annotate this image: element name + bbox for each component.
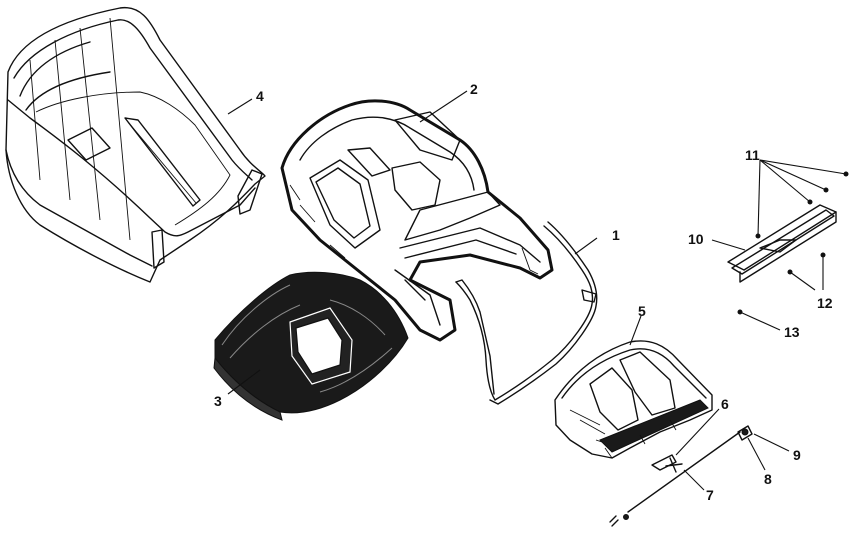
parts-6-9-rod-assembly xyxy=(609,425,753,527)
callout-13: 13 xyxy=(784,324,800,340)
callout-5: 5 xyxy=(638,303,646,319)
callout-7: 7 xyxy=(706,487,714,503)
callout-11: 11 xyxy=(745,147,760,163)
callout-9: 9 xyxy=(793,447,801,463)
part-4-grass-bag xyxy=(5,6,266,283)
callout-1: 1 xyxy=(612,227,620,243)
callout-10: 10 xyxy=(688,231,704,247)
callout-6: 6 xyxy=(721,396,729,412)
callout-2: 2 xyxy=(470,81,478,97)
callout-4: 4 xyxy=(256,88,264,104)
callout-labels: 1 2 3 4 5 6 7 8 9 10 11 12 13 xyxy=(214,81,833,503)
part-1-frame xyxy=(455,221,598,405)
leader-lines xyxy=(227,90,847,491)
callout-12: 12 xyxy=(817,295,833,311)
part-5-top-cover xyxy=(554,340,713,459)
part-2-rear-housing xyxy=(280,99,554,342)
part-3-rear-plate xyxy=(213,271,409,421)
callout-3: 3 xyxy=(214,393,222,409)
parts-10-13-bracket xyxy=(727,171,849,315)
callout-8: 8 xyxy=(764,471,772,487)
